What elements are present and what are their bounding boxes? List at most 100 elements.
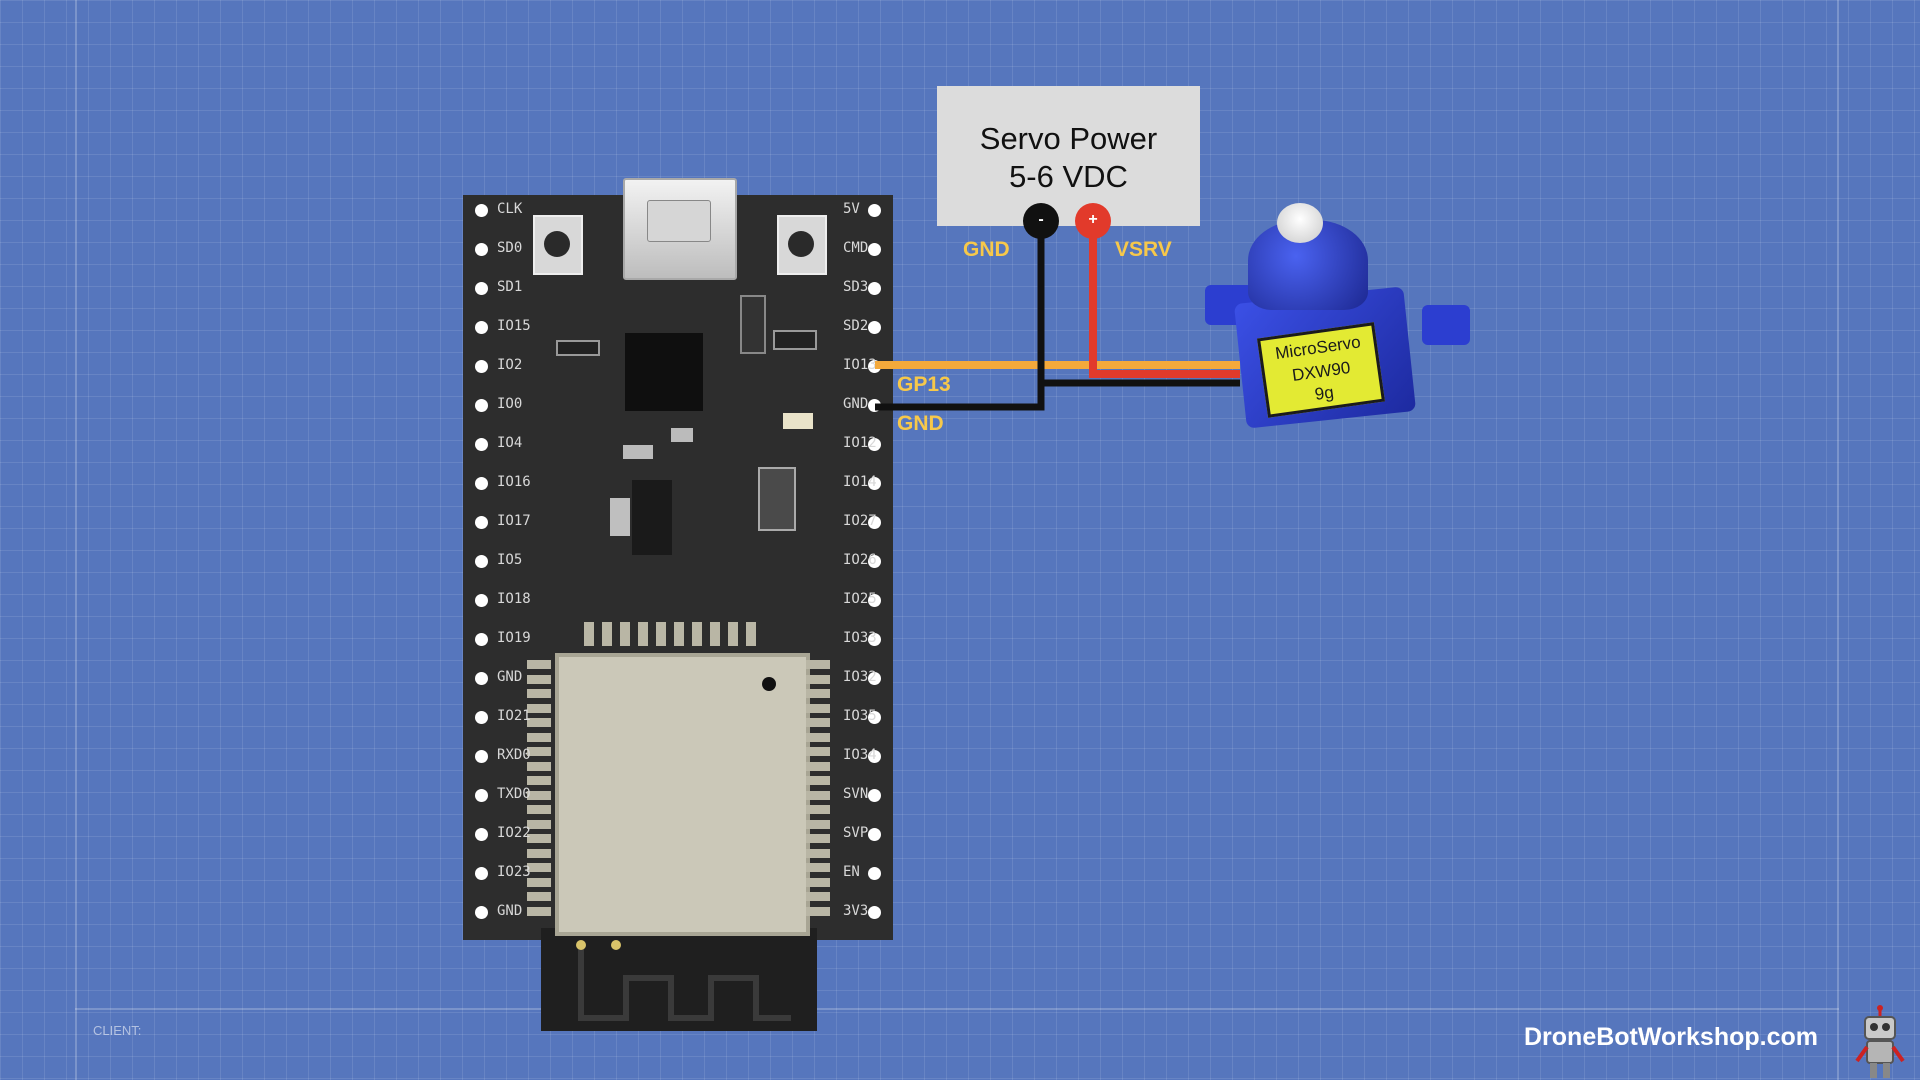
vsrv-label: VSRV — [1115, 238, 1172, 261]
servo-power-supply — [937, 86, 1200, 226]
module-side-pad — [806, 834, 830, 843]
pin-label: SD2 — [843, 318, 869, 334]
header-pin — [475, 516, 488, 529]
pin-label: IO15 — [497, 318, 531, 334]
pin-label: IO19 — [497, 630, 531, 646]
header-pin — [868, 672, 881, 685]
smd-component — [740, 295, 766, 354]
module-side-pad — [806, 906, 830, 916]
pin-label: 5V — [843, 201, 860, 217]
module-side-pad — [806, 877, 830, 887]
header-pin — [868, 906, 881, 919]
pin-label: SD1 — [497, 279, 523, 295]
module-side-pad — [527, 689, 551, 698]
module-side-pad — [806, 805, 830, 814]
module-side-pad — [527, 877, 551, 887]
gnd-supply-label: GND — [963, 238, 1010, 261]
client-label: CLIENT: — [93, 1023, 142, 1038]
header-pin — [868, 204, 881, 217]
grid-frame-bottom — [75, 1008, 1839, 1010]
module-side-pad — [806, 848, 830, 858]
header-pin — [475, 555, 488, 568]
esp-wroom-module — [555, 653, 810, 936]
module-side-pad — [527, 674, 551, 684]
smd-component — [623, 445, 653, 459]
header-pin — [475, 321, 488, 334]
header-pin — [475, 750, 488, 763]
module-top-pad — [728, 622, 738, 646]
header-pin — [868, 750, 881, 763]
module-top-pad — [620, 622, 630, 646]
pin-label: IO18 — [497, 591, 531, 607]
module-side-pad — [527, 747, 551, 756]
module-top-pad — [602, 622, 612, 646]
module-side-pad — [527, 660, 551, 669]
grid-frame-right — [1837, 0, 1839, 1080]
gnd-board-label: GND — [897, 412, 944, 435]
module-side-pad — [527, 906, 551, 916]
module-side-pad — [806, 747, 830, 756]
grid-frame-left — [75, 0, 77, 1080]
pin-label: IO13 — [843, 357, 877, 373]
header-pin — [475, 789, 488, 802]
pin-label: SVN — [843, 786, 869, 802]
servo-horn — [1277, 203, 1323, 243]
pin-label: IO32 — [843, 669, 877, 685]
smd-component — [610, 498, 630, 536]
module-top-pad — [746, 622, 756, 646]
enable-button — [777, 215, 827, 275]
module-side-pad — [806, 674, 830, 684]
pin-label: IO12 — [843, 435, 877, 451]
pin-label: EN — [843, 864, 860, 880]
pin-label: GND — [497, 669, 523, 685]
module-side-pad — [806, 732, 830, 742]
pin-label: 3V3 — [843, 903, 869, 919]
smd-component — [773, 330, 817, 350]
module-side-pad — [527, 848, 551, 858]
module-side-pad — [806, 892, 830, 901]
header-pin — [868, 633, 881, 646]
pin-label: GND — [497, 903, 523, 919]
module-side-pad — [806, 790, 830, 800]
negative-terminal: - — [1023, 203, 1059, 239]
pin-label: IO27 — [843, 513, 877, 529]
pin-label: IO34 — [843, 747, 877, 763]
pin-label: IO14 — [843, 474, 877, 490]
pin-label: SVP — [843, 825, 869, 841]
positive-terminal: + — [1075, 203, 1111, 239]
header-pin — [868, 594, 881, 607]
header-pin — [868, 321, 881, 334]
header-pin — [868, 867, 881, 880]
module-side-pad — [806, 660, 830, 669]
usb-port — [623, 178, 737, 280]
header-pin — [475, 282, 488, 295]
header-pin — [868, 477, 881, 490]
pin-label: CMD — [843, 240, 869, 256]
header-pin — [475, 672, 488, 685]
module-side-pad — [806, 776, 830, 785]
header-pin — [475, 594, 488, 607]
pin-label: IO33 — [843, 630, 877, 646]
gp13-label: GP13 — [897, 373, 951, 396]
module-side-pad — [806, 761, 830, 771]
module-side-pad — [527, 892, 551, 901]
power-supply-title-line1: Servo Power — [979, 121, 1158, 156]
vsrv-power-wire — [1089, 222, 1240, 378]
header-pin — [475, 204, 488, 217]
module-top-pad — [710, 622, 720, 646]
header-pin — [475, 477, 488, 490]
pin-label: TXD0 — [497, 786, 531, 802]
module-side-pad — [806, 703, 830, 713]
status-led — [783, 413, 813, 429]
module-side-pad — [527, 761, 551, 771]
header-pin — [475, 906, 488, 919]
pcb-antenna — [541, 928, 817, 1031]
header-pin — [868, 711, 881, 724]
module-side-pad — [527, 834, 551, 843]
header-pin — [475, 633, 488, 646]
header-pin — [868, 438, 881, 451]
header-pin — [475, 828, 488, 841]
pin-label: IO23 — [497, 864, 531, 880]
module-side-pad — [806, 863, 830, 872]
